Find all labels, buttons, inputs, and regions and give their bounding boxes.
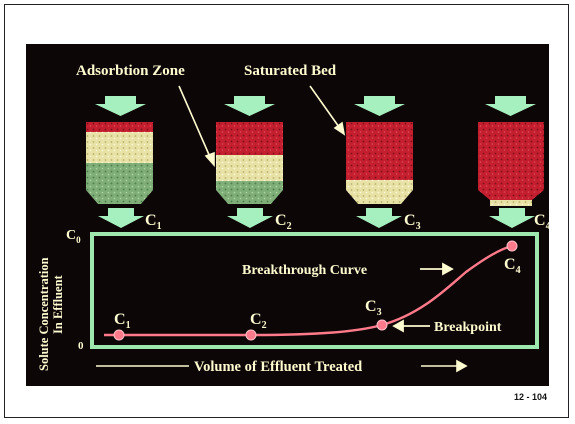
x-axis-label: Volume of Effluent Treated — [194, 359, 362, 375]
y-axis-label-line1: Solute Concentration — [37, 257, 51, 371]
column-3 — [346, 122, 413, 204]
zero-label: 0 — [78, 340, 84, 352]
outflow-arrow-icon — [227, 208, 273, 228]
adsorption-zone-label: Adsorbtion Zone — [76, 63, 185, 79]
point-label-c4: C4 — [504, 256, 521, 276]
column-label-c1: C1 — [145, 212, 162, 232]
outflow-arrow-icon — [489, 208, 535, 228]
breakthrough-curve-label: Breakthrough Curve — [242, 263, 367, 278]
curve-point-c4 — [506, 240, 518, 252]
saturated-bed-pointer — [309, 85, 346, 136]
c0-label: C0 — [66, 228, 81, 245]
inflow-arrow-icon — [224, 96, 275, 116]
breakpoint-arrow-icon — [392, 319, 430, 333]
adsorption-zone-pointer — [178, 85, 215, 168]
curve-point-c1 — [113, 329, 125, 341]
outflow-arrow-icon — [98, 208, 144, 228]
column-label-c4: C4 — [534, 212, 549, 232]
x-axis-arrow-icon — [96, 359, 468, 373]
breakthrough-curve — [104, 244, 513, 337]
adsorption-photo: Adsorbtion Zone Saturated Bed — [26, 44, 549, 386]
breakthrough-arrow-icon — [420, 262, 454, 276]
curve-point-c2 — [245, 329, 257, 341]
inflow-arrow-icon — [354, 96, 405, 116]
column-1 — [86, 122, 153, 204]
column-2 — [216, 122, 283, 204]
breakpoint-label: Breakpoint — [434, 320, 502, 335]
outflow-arrow-icon — [356, 208, 402, 228]
column-label-c3: C3 — [404, 212, 421, 232]
inflow-arrow-icon — [95, 96, 146, 116]
point-label-c1: C1 — [114, 311, 131, 331]
graph-frame — [90, 232, 539, 349]
slide-number: 12 - 104 — [513, 392, 547, 402]
curve-point-c3 — [376, 319, 388, 331]
inflow-arrow-icon — [485, 96, 536, 116]
point-label-c3: C3 — [365, 298, 382, 318]
column-label-c2: C2 — [275, 212, 292, 232]
saturated-bed-label: Saturated Bed — [244, 63, 337, 79]
point-label-c2: C2 — [250, 311, 267, 331]
y-axis-label-line2: In Effluent — [51, 274, 65, 334]
column-4 — [478, 122, 544, 206]
